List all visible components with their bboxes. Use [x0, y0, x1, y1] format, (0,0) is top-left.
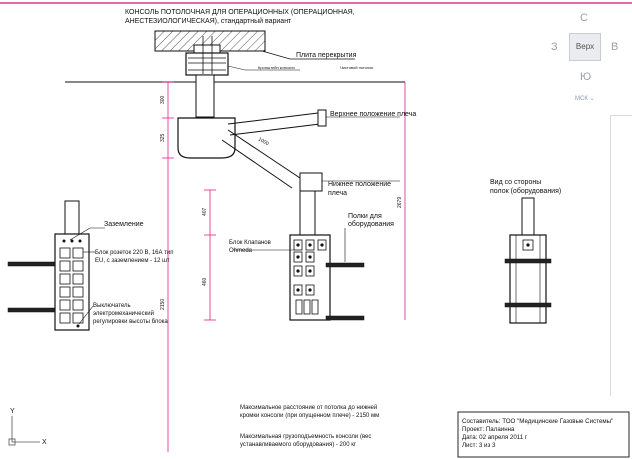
side-view-label-1: Вид со стороны: [490, 179, 541, 186]
viewcube-top-face[interactable]: Верх: [569, 33, 601, 61]
main-shelf-lower: [325, 315, 365, 321]
switch-leader: [78, 305, 94, 325]
title-block-date: Дата: 02 апреля 2011 г: [462, 434, 528, 441]
bracket-label: Кронштейн консоли: [258, 65, 295, 70]
note-load-line-1: Максимальная грузоподъемность консоли (в…: [240, 434, 371, 440]
viewcube-wcs-label: МСК: [575, 96, 588, 102]
switch-label-2: электромеханический: [93, 310, 154, 317]
dim-label-5: 2150: [160, 299, 166, 310]
sockets-label-2: EU, с заземлением - 12 шт: [95, 258, 170, 264]
main-shelf-upper: [325, 262, 365, 268]
ucs-icon: [8, 416, 40, 446]
slab-label: Плита перекрытия: [296, 52, 357, 59]
note-load-line-2: устанавливаемого оборудования) - 200 кг: [240, 442, 357, 448]
lower-position-label-2: плеча: [328, 190, 347, 197]
lower-position-label-1: Нижнее положение: [328, 181, 391, 188]
drawing-title-line-2: АНЕСТЕЗИОЛОГИЧЕСКАЯ), стандартный вариан…: [125, 17, 292, 25]
console-hub: [177, 117, 236, 159]
ucs-y-label: Y: [10, 408, 15, 415]
clean-ceiling-label: Чистовой потолок: [340, 65, 373, 70]
ucs-x-label: X: [42, 439, 47, 446]
sockets-label-1: Блок розеток 220 В, 16А тип: [95, 250, 174, 256]
grounding-label: Заземление: [104, 221, 144, 228]
title-block-project: Проект: Палаинна: [462, 426, 515, 433]
left-shelf-upper: [7, 261, 56, 267]
dim-label-4: 460: [202, 277, 208, 286]
switch-label-1: Выключатель: [93, 303, 131, 309]
console-bracket: [185, 36, 229, 76]
navigation-panel-edge[interactable]: [610, 115, 632, 396]
dim-label-2: 325: [160, 133, 166, 142]
arm-lower-position: [221, 129, 323, 192]
console-stem: [195, 74, 215, 118]
bracket-leader: [227, 65, 300, 71]
viewcube-south[interactable]: Ю: [580, 71, 592, 83]
viewcube-east[interactable]: В: [611, 41, 619, 53]
shelves-label-2: оборудования: [348, 220, 394, 228]
valves-label-2: Ohmeda: [229, 248, 253, 254]
main-pole: [299, 190, 316, 236]
side-view-unit: [509, 234, 547, 324]
dimension-lines: [162, 81, 406, 452]
viewcube-wcs-menu[interactable]: МСК ⌄: [575, 95, 595, 102]
shelves-label-1: Полки для: [348, 213, 382, 220]
note-distance-line-2: кромки консоли (при опущенном плече) - 2…: [240, 413, 379, 419]
side-view-shelf-upper: [504, 258, 552, 264]
side-view-shelf-lower: [504, 302, 552, 308]
dim-label-1: 300: [160, 95, 166, 104]
title-block-author: Составитель: ТОО "Медицинские Газовые Си…: [462, 418, 613, 425]
title-block-sheet: Лист: 3 из 3: [462, 442, 496, 449]
viewcube-west[interactable]: З: [551, 41, 558, 53]
arm-upper-position: [227, 109, 327, 136]
note-distance-line-1: Максимальное расстояние от потолка до ни…: [240, 404, 377, 411]
upper-position-label: Верхнее положение плеча: [330, 111, 416, 118]
left-shelf-lower: [7, 307, 56, 313]
dim-label-6: 2679: [397, 197, 403, 208]
grounding-leader: [69, 227, 105, 241]
main-supply-unit: [289, 234, 331, 321]
arm-length-label: 1000: [257, 137, 270, 148]
valves-label-1: Блок Клапанов: [229, 240, 271, 246]
slab-leader: [261, 50, 355, 60]
side-view-pole: [521, 197, 535, 236]
viewcube-north[interactable]: С: [580, 12, 588, 24]
side-view-label-2: полок (оборудования): [490, 187, 561, 195]
left-pole: [64, 200, 80, 235]
left-socket-unit: [54, 233, 90, 331]
drawing-title-line-1: КОНСОЛЬ ПОТОЛОЧНАЯ ДЛЯ ОПЕРАЦИОННЫХ (ОПЕ…: [125, 9, 355, 16]
switch-label-3: регулировки высоты блока: [93, 319, 168, 325]
dim-label-3: 407: [202, 207, 208, 216]
title-block: [457, 411, 630, 458]
chevron-down-icon: ⌄: [589, 96, 595, 102]
